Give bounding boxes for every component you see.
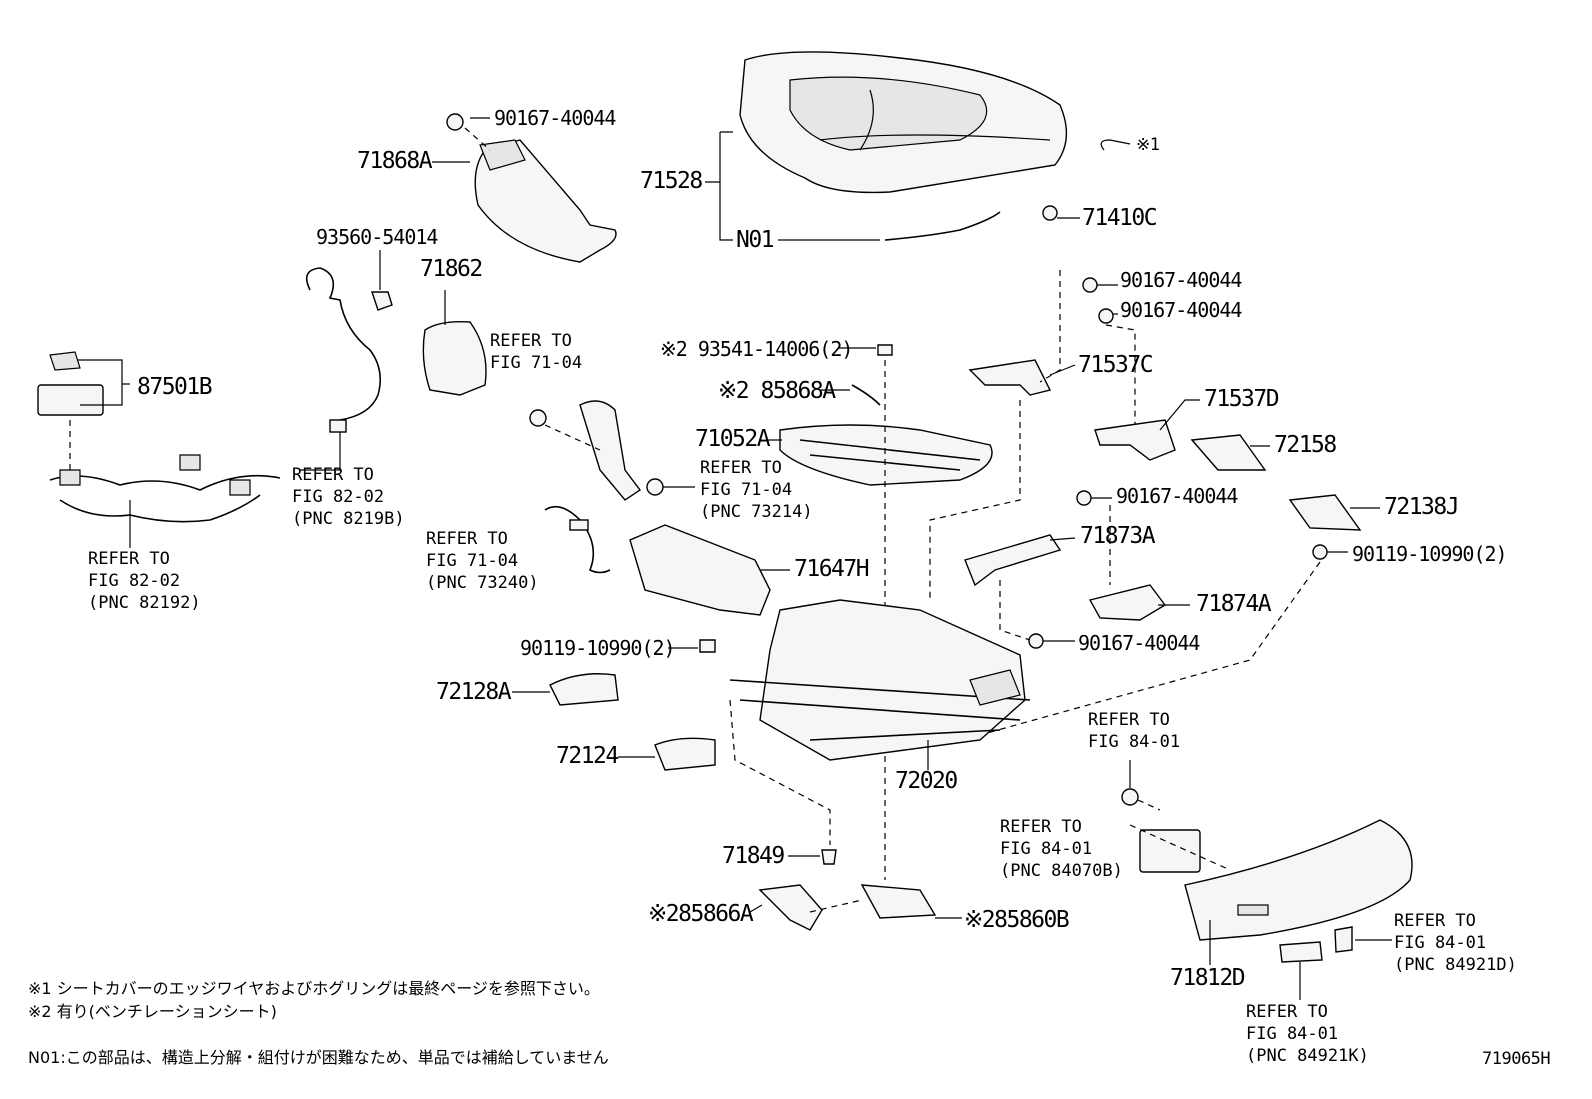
part-71862[interactable]: 71862: [420, 256, 483, 282]
part-71410C[interactable]: 71410C: [1082, 205, 1158, 231]
refer-fig-82-02-harness[interactable]: REFER TO FIG 82-02 (PNC 8219B): [292, 465, 405, 529]
seat-cushion-cover-drawing: [739, 51, 1068, 194]
part-71647H[interactable]: 71647H: [794, 556, 870, 582]
part-90167-40044-r3[interactable]: 90167-40044: [1116, 484, 1238, 508]
part-90119-10990-left[interactable]: 90119-10990(2): [520, 636, 676, 660]
part-85868A[interactable]: ※2 85868A: [718, 378, 836, 404]
footnote-2: ※2 有り(ベンチレーションシート): [28, 1002, 277, 1021]
refer-fig-71-04-b[interactable]: REFER TO FIG 71-04 (PNC 73214): [700, 458, 813, 522]
refer-fig-84-01-c[interactable]: REFER TO FIG 84-01 (PNC 84921D): [1394, 911, 1517, 975]
part-71849[interactable]: 71849: [722, 843, 785, 869]
part-85860B[interactable]: ※285860B: [964, 907, 1070, 933]
part-71873A[interactable]: 71873A: [1080, 523, 1156, 549]
part-72124[interactable]: 72124: [556, 743, 619, 769]
footnote-n01: N01:この部品は、構造上分解・組付けが困難なため、単品では補給していません: [28, 1048, 609, 1067]
part-71052A[interactable]: 71052A: [695, 426, 771, 452]
part-71812D[interactable]: 71812D: [1170, 965, 1246, 991]
part-71874A[interactable]: 71874A: [1196, 591, 1272, 617]
part-71537C[interactable]: 71537C: [1078, 352, 1154, 378]
mark-1: ※1: [1136, 135, 1160, 155]
edge-wire-drawing: [884, 211, 1001, 241]
part-72138J[interactable]: 72138J: [1384, 494, 1460, 520]
part-90119-10990-right[interactable]: 90119-10990(2): [1352, 542, 1508, 566]
figure-id: 719065H: [1482, 1049, 1551, 1069]
part-72158[interactable]: 72158: [1274, 432, 1337, 458]
refer-fig-84-01-a[interactable]: REFER TO FIG 84-01: [1088, 710, 1181, 752]
refer-fig-84-01-b[interactable]: REFER TO FIG 84-01 (PNC 84070B): [1000, 817, 1123, 881]
part-72128A[interactable]: 72128A: [436, 679, 512, 705]
refer-fig-84-01-d[interactable]: REFER TO FIG 84-01 (PNC 84921K): [1246, 1002, 1369, 1066]
part-90167-40044-top[interactable]: 90167-40044: [494, 106, 616, 130]
part-87501B[interactable]: 87501B: [137, 374, 213, 400]
part-85866A[interactable]: ※285866A: [648, 901, 754, 927]
refer-fig-71-04-c[interactable]: REFER TO FIG 71-04 (PNC 73240): [426, 529, 539, 593]
footnote-1: ※1 シートカバーのエッジワイヤおよびホグリングは最終ページを参照下さい。: [28, 979, 600, 998]
refer-fig-71-04-a[interactable]: REFER TO FIG 71-04: [490, 331, 583, 373]
part-N01[interactable]: N01: [736, 227, 775, 253]
part-90167-40044-r2[interactable]: 90167-40044: [1120, 298, 1242, 322]
part-72020[interactable]: 72020: [895, 768, 958, 794]
part-90167-40044-r4[interactable]: 90167-40044: [1078, 631, 1200, 655]
part-71537D[interactable]: 71537D: [1204, 386, 1280, 412]
refer-fig-82-02-main[interactable]: REFER TO FIG 82-02 (PNC 82192): [88, 549, 201, 613]
part-93560-54014[interactable]: 93560-54014: [316, 225, 438, 249]
part-71868A[interactable]: 71868A: [357, 148, 433, 174]
part-71528[interactable]: 71528: [640, 168, 703, 194]
part-93541-14006[interactable]: ※2 93541-14006(2): [660, 337, 853, 361]
part-90167-40044-r1[interactable]: 90167-40044: [1120, 268, 1242, 292]
